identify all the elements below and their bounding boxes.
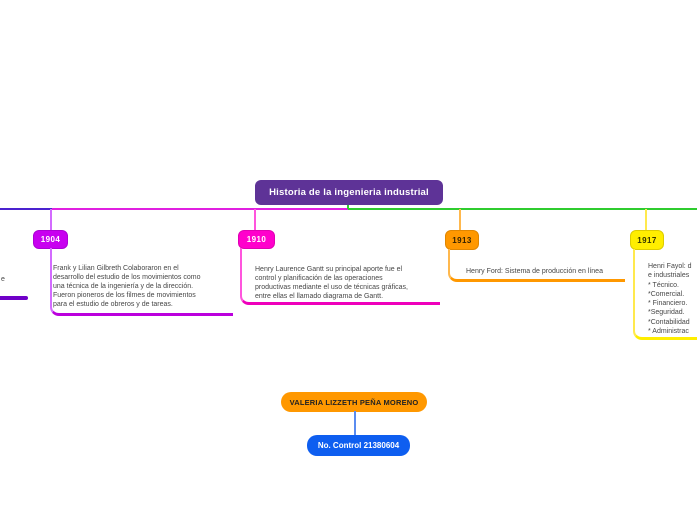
author-control-connector <box>354 411 356 436</box>
year-node-1913[interactable]: 1913 <box>445 230 479 250</box>
branch-connector-1917 <box>633 249 697 340</box>
trunk-segment-green <box>348 208 697 210</box>
branch-drop-1917 <box>645 209 647 231</box>
trunk-segment-left-indigo <box>0 208 53 210</box>
branch-connector-1904 <box>50 248 233 316</box>
branch-text-1913[interactable]: Henry Ford: Sistema de producción en lín… <box>466 268 603 275</box>
branch-text-1904[interactable]: Frank y Lilian Gilbreth Colaboraron en e… <box>53 265 201 308</box>
year-node-1910[interactable]: 1910 <box>238 230 275 249</box>
central-topic-connector <box>347 204 349 209</box>
clipped-left-branch-underline <box>0 296 28 300</box>
trunk-segment-magenta <box>52 208 348 210</box>
branch-drop-1913 <box>459 209 461 231</box>
branch-drop-1910 <box>254 209 256 231</box>
year-node-1917[interactable]: 1917 <box>630 230 664 250</box>
control-number-node[interactable]: No. Control 21380604 <box>307 435 410 456</box>
author-node[interactable]: VALERIA LIZZETH PEÑA MORENO <box>281 392 427 412</box>
branch-connector-1910 <box>240 248 440 305</box>
branch-text-1910[interactable]: Henry Laurence Gantt su principal aporte… <box>255 266 408 300</box>
year-node-1904[interactable]: 1904 <box>33 230 68 249</box>
central-topic[interactable]: Historia de la ingenieria industrial <box>255 180 443 205</box>
branch-text-1917[interactable]: Henri Fayol: d e industriales * Técnico.… <box>648 263 692 336</box>
branch-drop-1904 <box>50 209 52 231</box>
clipped-left-branch-text[interactable]: e <box>1 276 5 283</box>
branch-connector-1913 <box>448 249 625 282</box>
